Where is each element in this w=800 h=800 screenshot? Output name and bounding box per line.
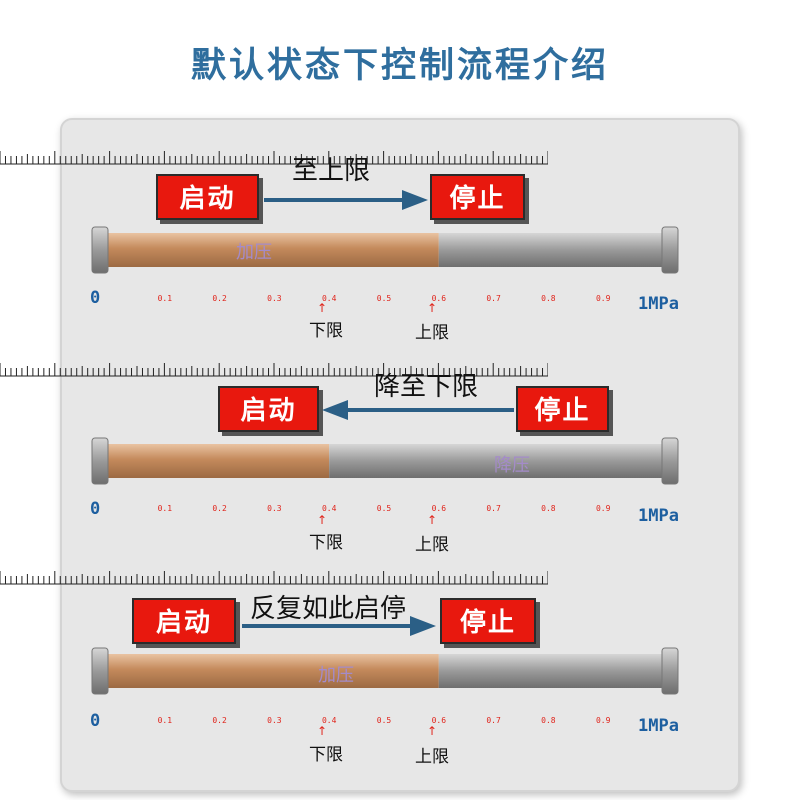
left-cap [91, 437, 109, 485]
tick-label: 0.9 [595, 716, 611, 725]
tick-label: 0.7 [486, 294, 501, 303]
scale-max: 1MPa [638, 506, 679, 526]
lower-limit-label: 下限 [309, 745, 343, 765]
arrow-label: 降至下限 [374, 372, 479, 402]
arrow-right-icon [242, 616, 436, 636]
left-cap [91, 226, 109, 274]
tick-label: 0.9 [595, 294, 611, 303]
upper-limit-label: 上限 [415, 747, 449, 767]
arrow-label: 反复如此启停 [250, 594, 407, 624]
steel-section [438, 654, 664, 688]
depressurize-section: 降至下限 启动 停止 降压 0 1MPa 0.1 0.2 0.3 0.4 0.5 0.6 0… [0, 362, 800, 562]
stop-button[interactable]: 停止 [430, 174, 525, 220]
tick-label: 0.1 [157, 504, 173, 513]
scale-zero: 0 [90, 711, 101, 731]
tick-label: 0.3 [267, 716, 282, 725]
tick-label: 0.5 [376, 716, 392, 725]
upper-limit-arrow-icon: ↑ [426, 724, 438, 738]
tick-label: 0.6 [431, 716, 447, 725]
tick-label: 0.3 [267, 294, 282, 303]
copper-fill [106, 233, 439, 267]
tick-label: 0.4 [321, 504, 337, 513]
steel-section [329, 444, 664, 478]
repeat-section: 反复如此启停 启动 停止 加压 0 1MPa 0.1 0.2 0.3 0.4 0.5 0.… [0, 570, 800, 770]
scale-zero: 0 [90, 499, 101, 519]
tick-label: 0.5 [376, 504, 392, 513]
scale-max: 1MPa [638, 716, 679, 736]
pressure-tube [91, 437, 679, 485]
pressure-ruler [0, 571, 549, 585]
arrow-left-icon [322, 400, 514, 420]
right-cap [661, 226, 679, 274]
upper-limit-arrow-icon: ↑ [426, 301, 438, 315]
right-cap [661, 647, 679, 695]
arrow-right-icon [264, 190, 428, 210]
tick-label: 0.2 [212, 716, 227, 725]
tick-label: 0.8 [541, 504, 556, 513]
tick-label: 0.2 [212, 504, 227, 513]
tick-label: 0.7 [486, 504, 501, 513]
lower-limit-label: 下限 [309, 321, 343, 341]
lower-limit-label: 下限 [309, 533, 343, 553]
pressure-ruler [0, 363, 549, 377]
tick-label: 0.8 [541, 716, 556, 725]
pressurize-label: 加压 [318, 665, 354, 686]
start-button[interactable]: 启动 [218, 386, 319, 432]
tick-label: 0.6 [431, 504, 447, 513]
page-title: 默认状态下控制流程介绍 [190, 46, 609, 86]
pressurize-label: 加压 [236, 242, 272, 263]
arrow-label: 至上限 [292, 156, 371, 186]
right-cap [661, 437, 679, 485]
tick-label: 0.8 [541, 294, 556, 303]
depressurize-label: 降压 [494, 455, 530, 476]
tick-label: 0.4 [321, 294, 337, 303]
copper-fill [106, 444, 330, 478]
pressure-ruler [0, 151, 549, 165]
scale-max: 1MPa [638, 294, 679, 314]
tick-label: 0.1 [157, 716, 173, 725]
lower-limit-arrow-icon: ↑ [316, 724, 328, 738]
pressure-tube [91, 647, 679, 695]
tick-label: 0.5 [376, 294, 392, 303]
start-button[interactable]: 启动 [132, 598, 236, 644]
tick-label: 0.7 [486, 716, 501, 725]
upper-limit-arrow-icon: ↑ [426, 513, 438, 527]
tick-label: 0.3 [267, 504, 282, 513]
tick-label: 0.6 [431, 294, 447, 303]
copper-fill [106, 654, 439, 688]
stop-button[interactable]: 停止 [440, 598, 536, 644]
lower-limit-arrow-icon: ↑ [316, 301, 328, 315]
tick-label: 0.9 [595, 504, 611, 513]
tick-label: 0.2 [212, 294, 227, 303]
steel-section [438, 233, 664, 267]
upper-limit-label: 上限 [415, 535, 449, 555]
lower-limit-arrow-icon: ↑ [316, 513, 328, 527]
scale-zero: 0 [90, 288, 101, 308]
stop-button[interactable]: 停止 [516, 386, 609, 432]
pressurize-section: 至上限 启动 停止 加压 0 1MPa 0.1 0.2 0.3 0.4 0.5 0.6 0.… [0, 150, 800, 350]
start-button[interactable]: 启动 [156, 174, 259, 220]
pressure-tube [91, 226, 679, 274]
upper-limit-label: 上限 [415, 323, 449, 343]
left-cap [91, 647, 109, 695]
tick-label: 0.4 [321, 716, 337, 725]
tick-label: 0.1 [157, 294, 173, 303]
